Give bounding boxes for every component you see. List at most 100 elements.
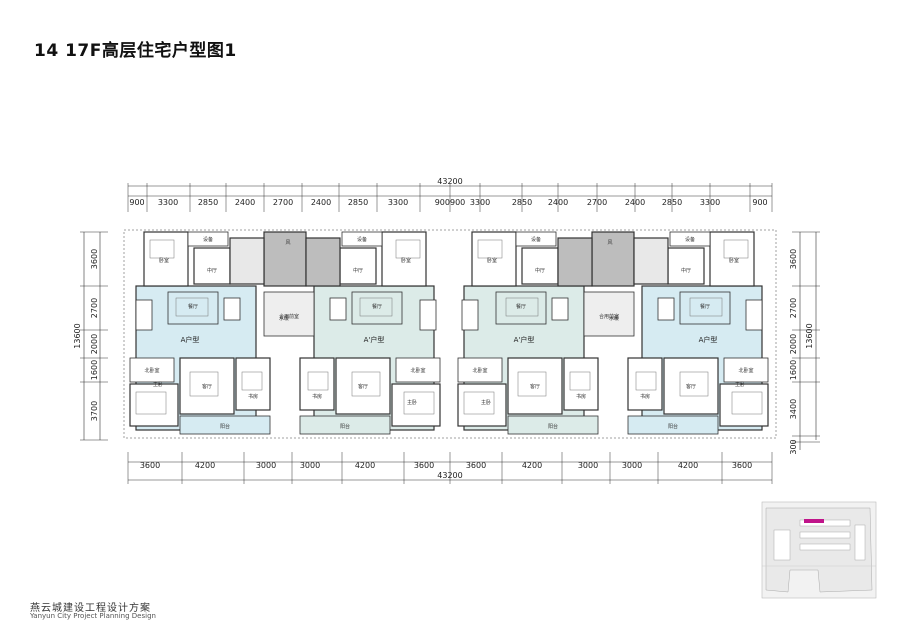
room-label-living: 客厅 xyxy=(686,383,696,390)
equipment-room xyxy=(515,231,557,247)
room-label-corridor: 合用前室 xyxy=(279,313,299,320)
dining-room xyxy=(679,291,731,325)
bottom-dimension-label: 3600 xyxy=(414,461,434,470)
master-bedroom xyxy=(129,383,179,427)
bedroom xyxy=(471,231,517,287)
room-label-balcony: 阳台 xyxy=(548,423,558,430)
furniture xyxy=(351,371,381,397)
left-dimension-label: 2700 xyxy=(90,298,99,318)
room-label-balcony: 阳台 xyxy=(668,423,678,430)
room-label-dining: 餐厅 xyxy=(700,303,710,310)
top-dimension-label: 2850 xyxy=(662,198,682,207)
elevator-shaft xyxy=(229,237,265,285)
room-label-study: 书房 xyxy=(640,393,650,400)
balcony xyxy=(179,415,271,435)
study-room xyxy=(627,357,663,411)
bottom-dimension-label: 3600 xyxy=(732,461,752,470)
top-dimension-label: 3300 xyxy=(388,198,408,207)
room-label-north-bedroom: 北卧室 xyxy=(738,367,753,374)
room-label-living: 客厅 xyxy=(202,383,212,390)
unit-type-label: A'户型 xyxy=(514,335,535,344)
living-room xyxy=(179,357,235,415)
kitchen xyxy=(193,247,231,285)
bottom-dimension-label: 3000 xyxy=(578,461,598,470)
top-dimension-label: 900 xyxy=(752,198,767,207)
page-title: 14 17F高层住宅户型图1 xyxy=(34,41,237,61)
dining-room xyxy=(351,291,403,325)
room-labels: 卧室卧室设备设备中厅中厅餐厅餐厅合用前室主卧主卧北卧室北卧室客厅客厅书房书房阳台… xyxy=(144,236,753,430)
furniture xyxy=(395,239,421,259)
right-dimension-label: 2700 xyxy=(789,298,798,318)
shared-hall xyxy=(583,291,635,337)
bottom-dimension-label: 4200 xyxy=(678,461,698,470)
room-label-equipment: 设备 xyxy=(531,236,541,243)
top-dimension-label: 2850 xyxy=(512,198,532,207)
building-block xyxy=(457,231,769,435)
equipment-room xyxy=(669,231,711,247)
balcony xyxy=(507,415,599,435)
bathroom xyxy=(419,299,437,331)
top-dimension-label: 2400 xyxy=(235,198,255,207)
furniture xyxy=(731,391,763,415)
key-map-drawing xyxy=(761,501,877,599)
furniture xyxy=(569,371,591,391)
right-dimension-label: 300 xyxy=(789,439,798,454)
unit-type-label: A户型 xyxy=(699,335,718,344)
furniture xyxy=(635,371,657,391)
top-dimension-label: 2400 xyxy=(311,198,331,207)
bathroom xyxy=(745,299,763,331)
room-label-bedroom: 卧室 xyxy=(487,257,497,264)
room-label-balcony: 阳台 xyxy=(340,423,350,430)
elevator-shaft xyxy=(633,237,669,285)
bathroom xyxy=(461,299,479,331)
room-label-north-bedroom: 北卧室 xyxy=(410,367,425,374)
bathroom xyxy=(329,297,347,321)
room-label-hall: 中厅 xyxy=(353,267,363,274)
stair-core xyxy=(591,231,635,287)
bathroom xyxy=(135,299,153,331)
bathroom xyxy=(657,297,675,321)
room-label-water: 水暖 xyxy=(609,315,619,322)
furniture xyxy=(241,371,263,391)
room-label-hall: 中厅 xyxy=(535,267,545,274)
room-label-water: 水暖 xyxy=(279,315,289,322)
room-label-master-bedroom: 主卧 xyxy=(153,381,163,388)
room-label-corridor: 合用前室 xyxy=(599,313,619,320)
room-label-dining: 餐厅 xyxy=(372,303,382,310)
right-dimension-label: 3600 xyxy=(789,249,798,269)
right-dimension-label: 3400 xyxy=(789,399,798,419)
bottom-dimension-label: 3000 xyxy=(622,461,642,470)
room-label-living: 客厅 xyxy=(530,383,540,390)
equipment-room xyxy=(341,231,383,247)
kitchen xyxy=(667,247,705,285)
right-dimension-label: 1600 xyxy=(789,360,798,380)
bedroom xyxy=(709,231,755,287)
living-room xyxy=(507,357,563,415)
furniture xyxy=(689,297,723,317)
living-room xyxy=(663,357,719,415)
room-label-wind: 风 xyxy=(607,240,612,246)
furniture xyxy=(175,297,209,317)
plan-drawing xyxy=(123,229,777,439)
room-label-north-bedroom: 北卧室 xyxy=(472,367,487,374)
north-bedroom xyxy=(723,357,769,383)
kitchen xyxy=(521,247,559,285)
bottom-dimension-label: 4200 xyxy=(195,461,215,470)
master-bedroom xyxy=(391,383,441,427)
top-total-label: 43200 xyxy=(437,177,462,186)
room-label-bedroom: 卧室 xyxy=(401,257,411,264)
footer-project-name: 燕云城建设工程设计方案 xyxy=(30,603,151,614)
kitchen xyxy=(339,247,377,285)
furniture xyxy=(149,239,175,259)
furniture xyxy=(403,391,435,415)
room-label-living: 客厅 xyxy=(358,383,368,390)
furniture xyxy=(679,371,709,397)
bathroom xyxy=(223,297,241,321)
top-dimension-label: 3300 xyxy=(158,198,178,207)
top-dimension-label: 2400 xyxy=(548,198,568,207)
site-key-map xyxy=(760,500,878,600)
top-dimension-label: 2400 xyxy=(625,198,645,207)
room-label-dining: 餐厅 xyxy=(188,303,198,310)
furniture xyxy=(505,297,539,317)
